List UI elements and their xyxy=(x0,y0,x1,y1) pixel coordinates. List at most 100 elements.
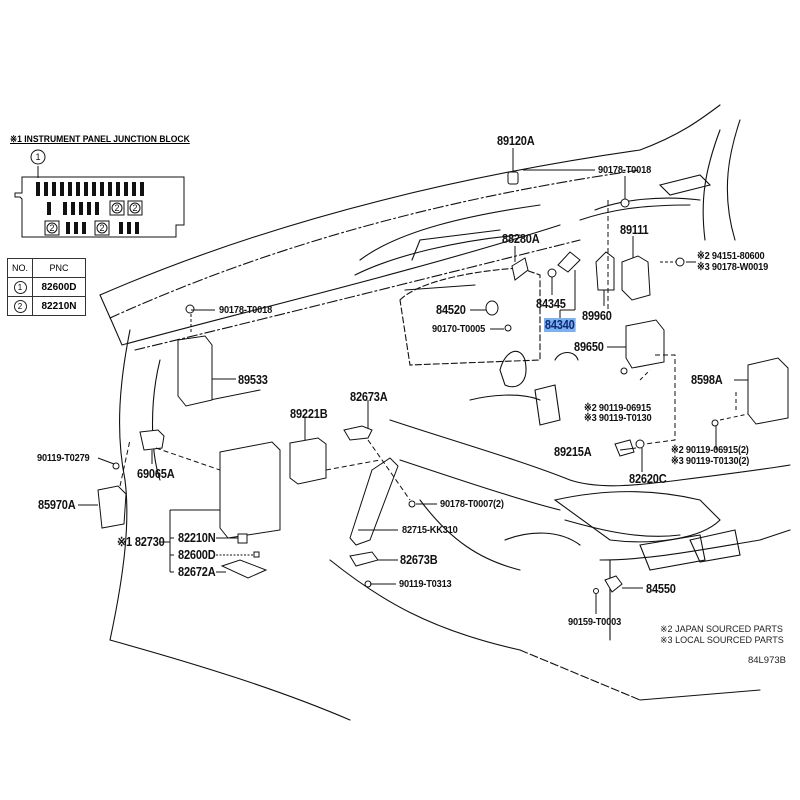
part-label-82730[interactable]: ※1 82730 xyxy=(117,535,165,549)
part-85970A-module xyxy=(97,485,127,529)
part-82673A-bracket xyxy=(343,425,373,441)
part-82672A-cover xyxy=(220,559,268,579)
dash-top-edge-2 xyxy=(109,169,641,319)
part-label-90119-T0279[interactable]: 90119-T0279 xyxy=(37,452,90,464)
part-label-90159-T0003[interactable]: 90159-T0003 xyxy=(568,616,622,628)
part-label-82620C[interactable]: 82620C xyxy=(629,472,667,486)
dash-front-edge-2 xyxy=(134,239,581,351)
part-82210N-relay xyxy=(237,533,248,544)
part-label-8598A[interactable]: 8598A xyxy=(691,373,723,387)
part-label-89215A[interactable]: 89215A xyxy=(554,445,592,459)
part-label-90178-T0007[interactable]: 90178-T0007(2) xyxy=(440,498,504,510)
part-label-90119-T0130-2[interactable]: ※3 90119-T0130(2) xyxy=(671,455,750,467)
pedal xyxy=(554,351,579,361)
part-84520-switch xyxy=(485,300,499,316)
part-label-82210N[interactable]: 82210N xyxy=(178,531,216,545)
part-82620C-nut xyxy=(635,439,645,449)
defroster-vent xyxy=(658,174,712,196)
part-90178-T0007-nut xyxy=(408,500,416,508)
part-69065A-block xyxy=(139,429,165,451)
part-90119-bolt-right xyxy=(711,419,719,427)
part-89960-sensor xyxy=(595,251,615,291)
svg-text:2: 2 xyxy=(114,203,119,213)
part-82600D-fuse xyxy=(253,551,260,558)
armrest xyxy=(564,519,681,537)
part-label-89111[interactable]: 89111 xyxy=(620,223,649,237)
part-89120A-clip xyxy=(507,171,519,185)
part-label-89960[interactable]: 89960 xyxy=(582,309,612,323)
part-89111-bracket xyxy=(621,255,651,301)
part-label-69065A[interactable]: 69065A xyxy=(137,467,175,481)
part-label-94151-80600[interactable]: ※2 94151-80600 xyxy=(697,250,765,262)
note-japan-sourced: ※2 JAPAN SOURCED PARTS xyxy=(660,624,783,635)
part-label-84520[interactable]: 84520 xyxy=(436,303,466,317)
windshield-edge xyxy=(639,104,721,151)
part-label-90119-T0130[interactable]: ※3 90119-T0130 xyxy=(584,412,652,424)
svg-text:1: 1 xyxy=(35,152,40,162)
fuse-slots xyxy=(36,182,144,234)
part-90178-nut-left xyxy=(185,304,195,314)
part-label-90170-T0005[interactable]: 90170-T0005 xyxy=(432,323,486,335)
center-cluster xyxy=(399,267,541,366)
part-label-89650[interactable]: 89650 xyxy=(574,340,604,354)
part-82715-brace xyxy=(349,457,399,546)
pnc-value[interactable]: 82210N xyxy=(32,296,86,316)
part-label-90119-T0313[interactable]: 90119-T0313 xyxy=(399,578,452,590)
part-94151-nut xyxy=(675,257,685,267)
inset-title: ※1 INSTRUMENT PANEL JUNCTION BLOCK xyxy=(10,134,190,145)
pnc-value[interactable]: 82600D xyxy=(32,277,86,297)
dash-top-edge xyxy=(99,149,641,296)
table-header-row: NO. PNC xyxy=(7,258,86,278)
header-pnc: PNC xyxy=(32,258,86,278)
table-row: 1 82600D xyxy=(7,277,86,297)
part-8598A-module xyxy=(747,357,789,425)
console-vent xyxy=(499,350,527,388)
part-label-84550[interactable]: 84550 xyxy=(646,582,676,596)
part-90170-clip xyxy=(504,324,512,332)
part-label-90178-T0018-left[interactable]: 90178-T0018 xyxy=(219,304,273,316)
pillar-right-2 xyxy=(702,129,721,241)
callout-circle: 1 xyxy=(13,280,27,294)
center-console xyxy=(389,419,791,487)
diagram-code: 84L973B xyxy=(747,655,786,666)
part-label-85970A[interactable]: 85970A xyxy=(38,498,76,512)
part-84345-ring xyxy=(547,268,557,278)
part-label-82673B[interactable]: 82673B xyxy=(400,553,438,567)
part-82673B-bracket xyxy=(349,551,379,567)
part-90119-T0279-bolt xyxy=(112,462,120,470)
a-pillar-left xyxy=(109,329,131,641)
part-label-88280A[interactable]: 88280A xyxy=(502,232,540,246)
part-label-89221B[interactable]: 89221B xyxy=(290,407,328,421)
part-84550-switch xyxy=(604,575,623,593)
part-label-84345[interactable]: 84345 xyxy=(536,297,566,311)
part-89533-ecu xyxy=(177,335,213,407)
part-89221B-ecu xyxy=(289,437,327,485)
part-label-89120A[interactable]: 89120A xyxy=(497,134,535,148)
part-90159-screw xyxy=(593,588,599,594)
svg-text:2: 2 xyxy=(132,203,137,213)
part-label-90178-W0019[interactable]: ※3 90178-W0019 xyxy=(697,261,769,273)
part-84340-switch xyxy=(557,251,581,273)
part-label-82600D[interactable]: 82600D xyxy=(178,548,216,562)
part-label-89533[interactable]: 89533 xyxy=(238,373,268,387)
part-label-82672A[interactable]: 82672A xyxy=(178,565,216,579)
part-89650-ecu xyxy=(625,319,665,369)
part-88280A-switch xyxy=(511,257,529,281)
floor-line xyxy=(109,639,351,721)
part-label-84340-highlighted[interactable]: 84340 xyxy=(544,318,576,332)
svg-text:2: 2 xyxy=(99,223,104,233)
part-90119-bolt-mid xyxy=(620,367,628,375)
part-label-90119-06915-2[interactable]: ※2 90119-06915(2) xyxy=(671,444,749,456)
part-89215A-relay xyxy=(614,439,635,457)
part-label-90119-06915[interactable]: ※2 90119-06915 xyxy=(584,402,651,414)
part-label-90178-T0018-top[interactable]: 90178-T0018 xyxy=(598,164,652,176)
part-label-82673A[interactable]: 82673A xyxy=(350,390,388,404)
table-row: 2 82210N xyxy=(7,296,86,316)
note-local-sourced: ※3 LOCAL SOURCED PARTS xyxy=(660,635,784,646)
pedal xyxy=(534,384,561,426)
part-label-82715-KK310[interactable]: 82715-KK310 xyxy=(402,524,458,536)
dash-front-edge xyxy=(99,224,561,346)
pnc-table: NO. PNC 1 82600D 2 82210N xyxy=(7,258,86,316)
part-82730-junction-block xyxy=(219,441,281,539)
